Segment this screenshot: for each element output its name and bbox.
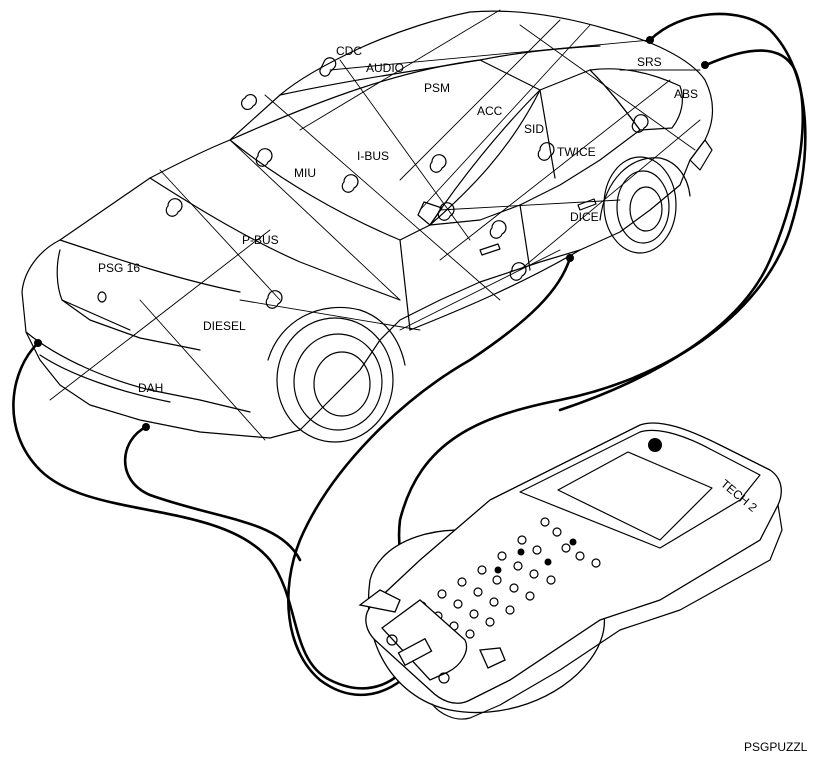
label-sid: SID (524, 122, 544, 136)
puzzle-knob (241, 94, 257, 110)
puzzle-line-16 (439, 199, 621, 211)
body-outline (21, 10, 714, 439)
puzzle-line-14 (399, 249, 561, 331)
cable-dice (287, 256, 572, 697)
connector-screw (386, 634, 398, 646)
emblem (97, 291, 107, 303)
label-miu: MIU (294, 166, 316, 180)
puzzle-knob (165, 198, 183, 217)
connector-dot-front (34, 339, 42, 347)
puzzle-knob (319, 57, 337, 77)
sill-line (409, 249, 581, 331)
door-line-2 (519, 204, 531, 271)
puzzle-line-4 (229, 139, 401, 301)
cable-front-left (12, 341, 412, 690)
side-window-rear (589, 68, 683, 131)
front-wheel-arch (267, 306, 406, 366)
cable-abs (558, 49, 805, 412)
puzzle-line-9 (399, 19, 561, 181)
puzzle-knob (631, 114, 649, 133)
label-ibus: I-BUS (357, 149, 389, 163)
tech2-tester: TECH 2 (358, 422, 783, 720)
label-twice: TWICE (557, 145, 596, 159)
puzzle-knob (437, 202, 455, 221)
puzzle-line-10 (419, 24, 591, 211)
rear-wheel-arch (599, 157, 691, 221)
puzzle-knob (537, 142, 555, 161)
figure-code: PSGPUZZL (744, 740, 808, 754)
screen-frame (519, 429, 761, 549)
label-dice: DICE (570, 210, 599, 224)
connector-dot-dah (142, 423, 150, 431)
puzzle-knob (255, 148, 273, 167)
puzzle-knob (265, 290, 283, 309)
puzzle-line-3 (139, 299, 266, 441)
door-line-1 (399, 239, 411, 331)
label-audio: AUDIO (366, 61, 404, 75)
puzzle-knob (429, 154, 447, 173)
puzzle-line-8 (329, 39, 651, 71)
puzzle-line-12 (439, 79, 671, 261)
puzzle-line-15 (239, 299, 421, 331)
windshield (229, 59, 541, 241)
connector-dot-dice (566, 254, 574, 262)
puzzle-line-7 (299, 9, 501, 131)
puzzle-line-2 (49, 229, 271, 401)
bumper-line (25, 331, 251, 413)
connector-screw (438, 672, 450, 684)
puzzle-knob (489, 220, 507, 239)
bumper-line-2 (39, 354, 171, 403)
rear-wheel (599, 156, 691, 254)
headlight-line (61, 299, 131, 331)
tester-side (431, 504, 783, 720)
b-pillar (539, 89, 556, 179)
power-button (648, 438, 662, 452)
rear-light (689, 139, 713, 171)
module-labels: CDC AUDIO PSM ACC SID TWICE SRS ABS MIU … (98, 44, 698, 395)
label-acc: ACC (477, 104, 503, 118)
puzzle-line-13 (519, 119, 701, 271)
keypad (417, 517, 601, 639)
puzzle-line-5 (264, 94, 501, 301)
label-srs: SRS (637, 55, 662, 69)
grille-line (56, 249, 201, 351)
hood-edge (149, 177, 401, 301)
tester-screen (557, 451, 713, 541)
puzzle-knob (509, 262, 527, 281)
connector-dot-abs (701, 61, 709, 69)
diagnostic-connector (397, 637, 433, 667)
puzzle-line-6 (339, 59, 471, 241)
label-diesel: DIESEL (203, 319, 246, 333)
puzzle-knob (341, 174, 359, 193)
puzzle-lines (49, 9, 701, 441)
cables (12, 12, 807, 697)
side-window-front (429, 69, 641, 226)
door-handle-front (479, 243, 501, 256)
tester-body (365, 422, 782, 704)
car-outline (21, 10, 714, 443)
connector-dot-srs (646, 36, 654, 44)
label-cdc: CDC (336, 44, 362, 58)
label-pbus: P-BUS (242, 233, 279, 247)
puzzle-line-1 (159, 169, 281, 301)
cable-dah (123, 425, 302, 562)
front-wheel (267, 306, 406, 443)
label-psg16: PSG 16 (98, 261, 140, 275)
hood-crease (59, 239, 241, 293)
door-handle-rear (577, 198, 597, 211)
label-abs: ABS (674, 87, 698, 101)
tester-clip-right (479, 647, 506, 669)
puzzle-line-11 (519, 24, 696, 151)
label-psm: PSM (424, 81, 450, 95)
tester-clip-left (358, 589, 401, 613)
label-dah: DAH (138, 381, 163, 395)
